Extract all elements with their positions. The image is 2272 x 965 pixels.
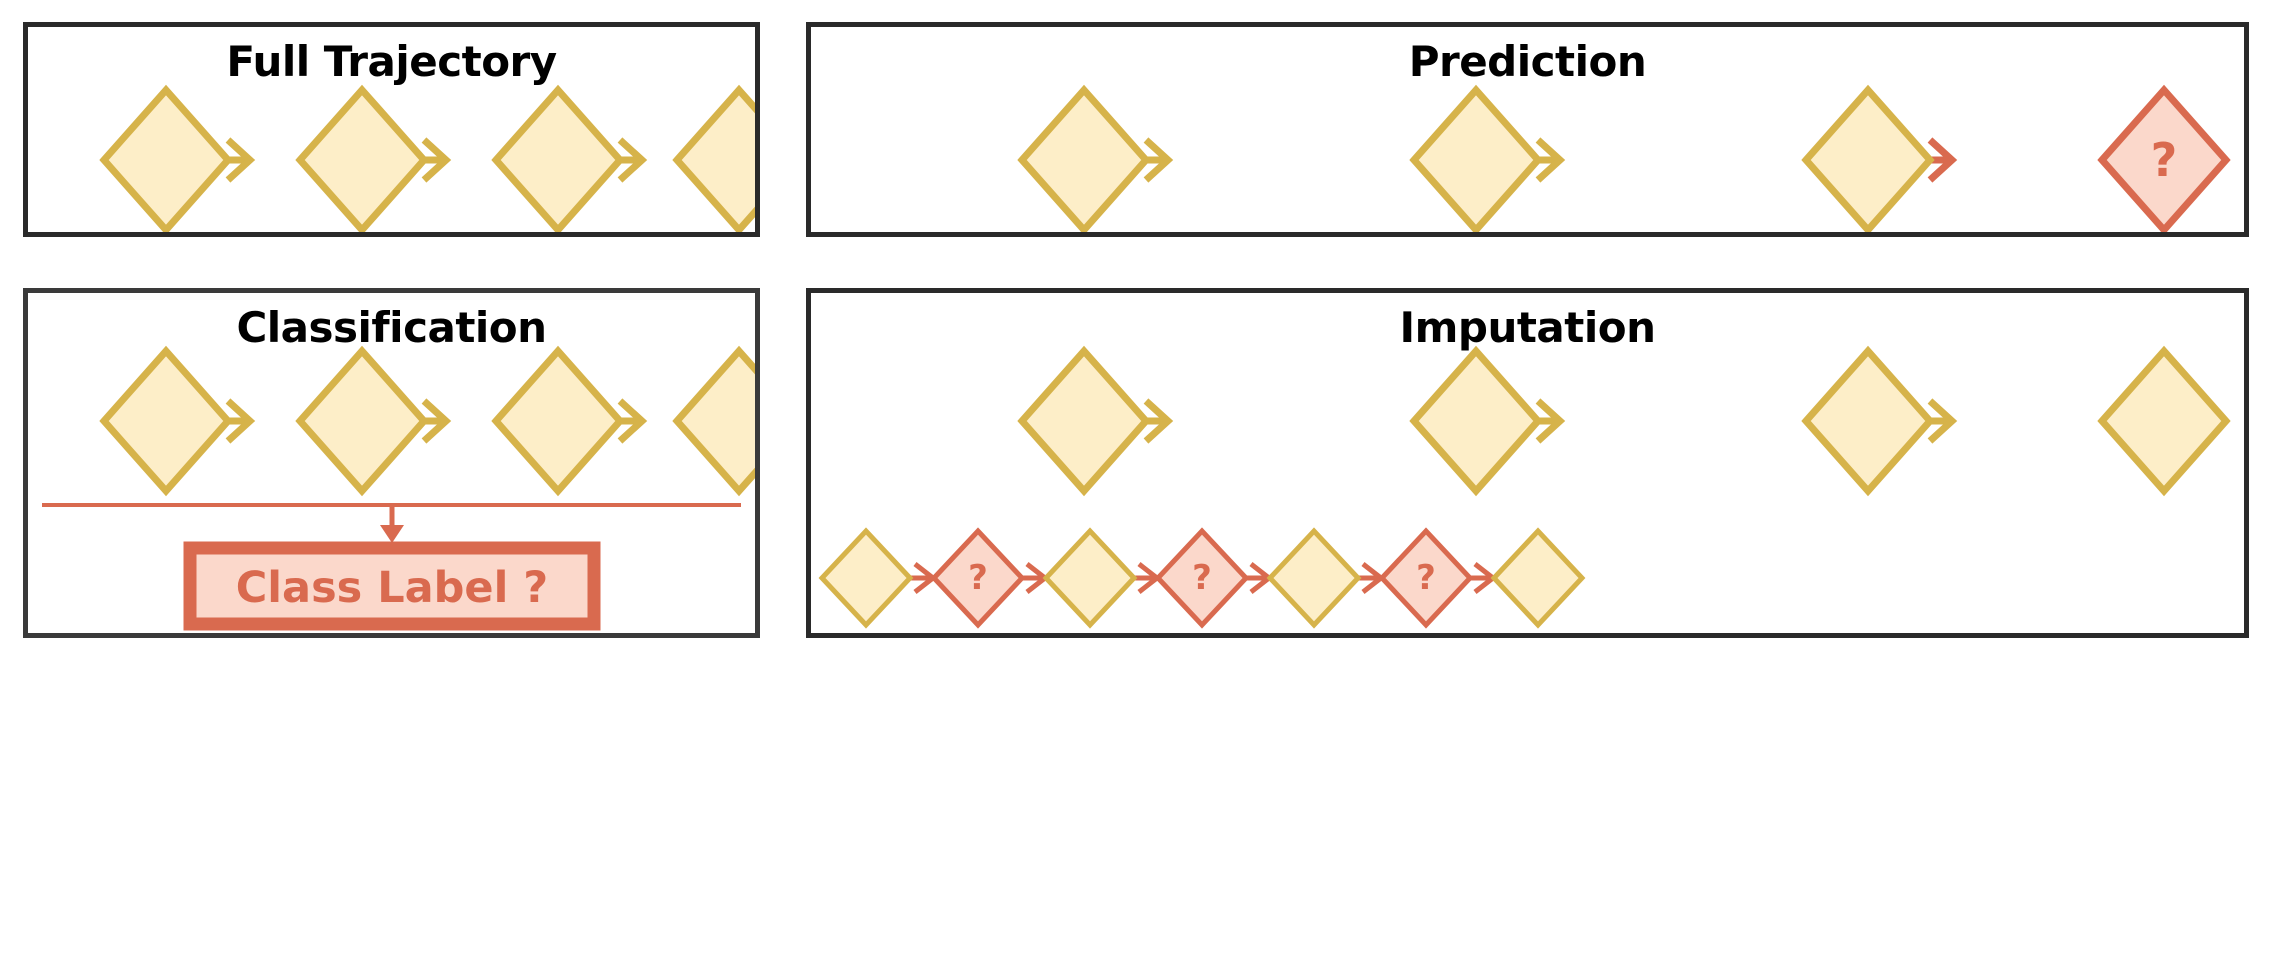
imputation-diagram: ? ? ? — [818, 345, 2231, 629]
node-diamond — [2097, 345, 2231, 497]
class-label-box: Class Label ? — [183, 541, 601, 631]
node-diamond — [672, 345, 755, 497]
node-question-label: ? — [1416, 558, 1436, 598]
node-diamond — [99, 345, 233, 497]
node-diamond — [1266, 527, 1362, 629]
node-diamond — [672, 84, 755, 232]
node-diamond — [295, 345, 429, 497]
node-group — [99, 345, 755, 497]
panel-classification: Classification — [23, 288, 760, 638]
classification-diagram: Class Label ? — [42, 345, 755, 631]
node-diamond — [818, 527, 914, 629]
panel-title-label: Imputation — [1399, 303, 1656, 352]
node-diamond — [1017, 345, 1151, 497]
panel-title-prediction: Prediction — [811, 37, 2244, 86]
node-diamond — [491, 345, 625, 497]
node-group: ? — [1017, 84, 2231, 232]
panel-prediction: Prediction — [806, 22, 2249, 237]
panel-title-label: Prediction — [1408, 37, 1647, 86]
full-trajectory-diagram — [99, 84, 755, 232]
panel-title-classification: Classification — [28, 303, 755, 352]
node-question-label: ? — [2151, 133, 2178, 187]
top-node-group — [1017, 345, 2231, 497]
bottom-node-group: ? ? ? — [818, 527, 1586, 629]
node-diamond — [1017, 84, 1151, 232]
node-diamond — [295, 84, 429, 232]
node-diamond — [1801, 84, 1935, 232]
node-diamond — [491, 84, 625, 232]
panel-title-label: Full Trajectory — [226, 37, 557, 86]
node-diamond-missing: ? — [930, 527, 1026, 629]
node-diamond-missing: ? — [1378, 527, 1474, 629]
node-diamond-missing: ? — [2097, 84, 2231, 232]
panel-title-imputation: Imputation — [811, 303, 2244, 352]
node-diamond — [1409, 345, 1543, 497]
panel-full-trajectory: Full Trajectory — [23, 22, 760, 237]
class-label-text: Class Label ? — [236, 563, 549, 613]
panel-title-label: Classification — [236, 303, 547, 352]
node-question-label: ? — [1192, 558, 1212, 598]
prediction-diagram: ? — [1017, 84, 2231, 232]
node-diamond — [1042, 527, 1138, 629]
node-diamond-missing: ? — [1154, 527, 1250, 629]
down-arrow-icon — [380, 505, 404, 543]
node-group — [99, 84, 755, 232]
node-question-label: ? — [968, 558, 988, 598]
node-diamond — [1801, 345, 1935, 497]
panel-title-full-trajectory: Full Trajectory — [28, 37, 755, 86]
node-diamond — [1409, 84, 1543, 232]
node-diamond — [1490, 527, 1586, 629]
panel-imputation: Imputation — [806, 288, 2249, 638]
node-diamond — [99, 84, 233, 232]
